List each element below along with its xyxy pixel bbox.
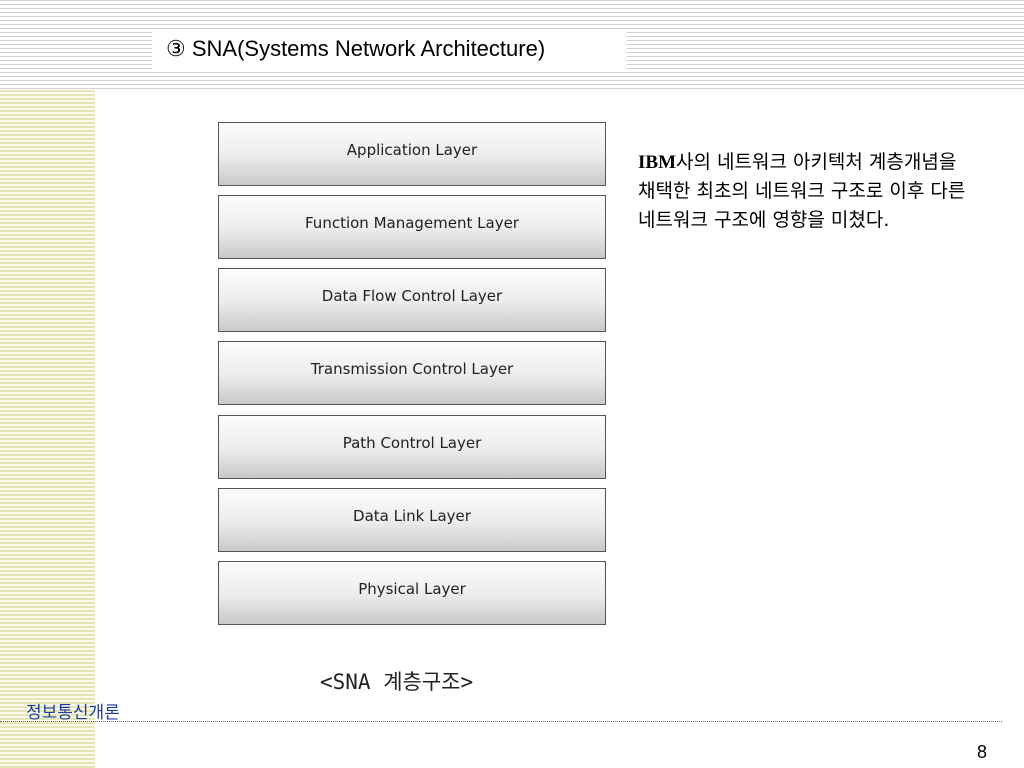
diagram-caption: <SNA 계층구조> bbox=[320, 670, 474, 694]
layer-label: Data Link Layer bbox=[353, 507, 471, 525]
layer-label: Function Management Layer bbox=[305, 214, 519, 232]
description-brand: IBM bbox=[638, 152, 676, 173]
layer-path-control: Path Control Layer bbox=[218, 415, 606, 479]
course-footer-label: 정보통신개론 bbox=[26, 703, 120, 723]
layer-label: Path Control Layer bbox=[342, 434, 482, 452]
layer-label: Transmission Control Layer bbox=[310, 360, 514, 378]
description-text: IBM사의 네트워크 아키텍처 계층개념을 채택한 최초의 네트워크 구조로 이… bbox=[638, 148, 968, 235]
layer-application: Application Layer bbox=[218, 122, 606, 186]
layer-label: Physical Layer bbox=[358, 580, 466, 598]
slide-title: ③ SNA(Systems Network Architecture) bbox=[166, 36, 546, 61]
footer-divider bbox=[0, 721, 1002, 722]
layer-label: Data Flow Control Layer bbox=[321, 287, 503, 305]
title-background bbox=[152, 30, 627, 70]
page-number: 8 bbox=[976, 742, 987, 762]
layer-label: Application Layer bbox=[346, 141, 478, 159]
layer-data-link: Data Link Layer bbox=[218, 488, 606, 552]
left-stripe-band bbox=[0, 90, 95, 768]
layer-function-management: Function Management Layer bbox=[218, 195, 606, 259]
description-body: 사의 네트워크 아키텍처 계층개념을 채택한 최초의 네트워크 구조로 이후 다… bbox=[638, 151, 966, 231]
layer-physical: Physical Layer bbox=[218, 561, 606, 625]
layer-transmission-control: Transmission Control Layer bbox=[218, 341, 606, 405]
layer-data-flow-control: Data Flow Control Layer bbox=[218, 268, 606, 332]
